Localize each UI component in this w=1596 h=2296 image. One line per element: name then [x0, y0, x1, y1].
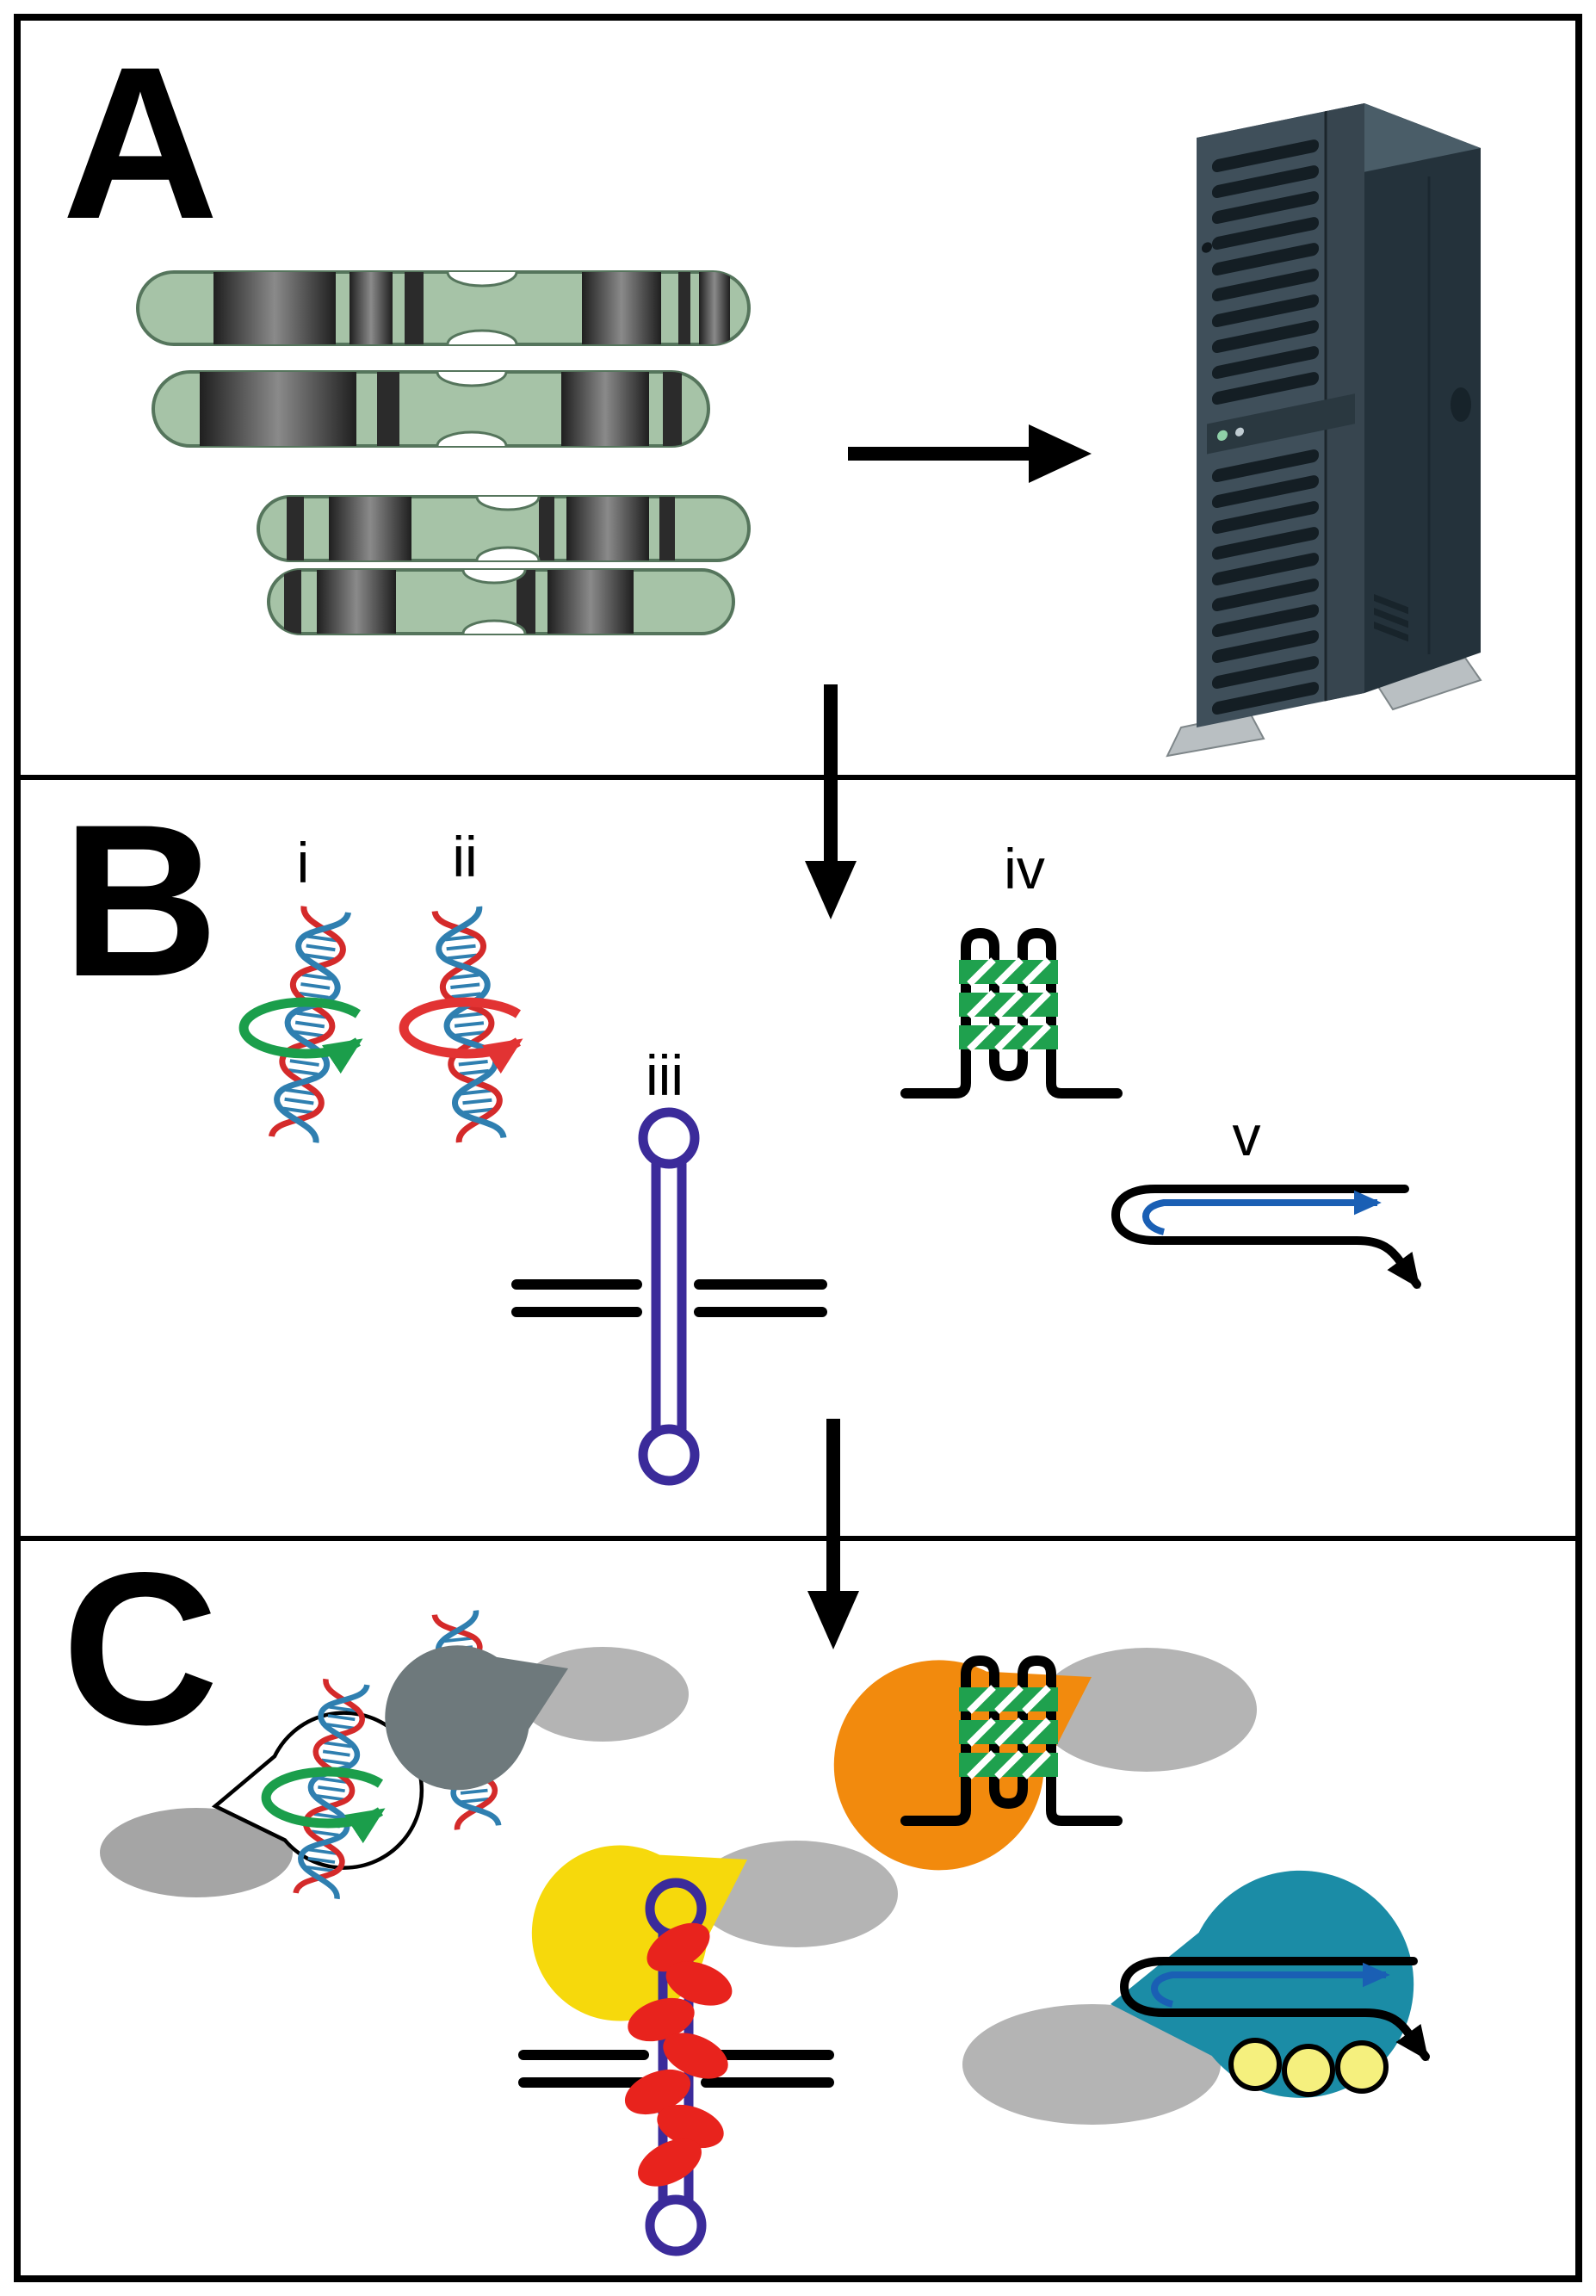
chromosome-bands: [200, 372, 682, 446]
protein-yellow-on-cruciform: [499, 1783, 898, 2251]
shadow: [962, 2004, 1221, 2125]
panel-b-label: B: [62, 780, 219, 1022]
structure-ii-label: ii: [452, 825, 477, 888]
tower-bezel: [1207, 393, 1355, 455]
tower-front-face: [1197, 102, 1364, 727]
shadow: [695, 1841, 898, 1947]
recombinase-filament: [624, 1922, 733, 2187]
chromosome-3: [257, 495, 751, 562]
chromosome-2: [152, 370, 710, 448]
arrow-down-b-to-c: [807, 1419, 859, 1649]
arrow-right: [848, 424, 1092, 483]
computer-tower: [1166, 102, 1482, 758]
panel-a-label: A: [62, 22, 219, 264]
structure-iii-label: iii: [646, 1043, 684, 1107]
chromosome-bands: [284, 570, 634, 634]
tower-side-emblem: [1451, 387, 1471, 422]
chromosome-1: [136, 270, 751, 346]
protein-teal-on-r-loop: [962, 1859, 1426, 2125]
ribosome-beads: [1228, 2038, 1389, 2097]
panel-a: A: [62, 22, 1482, 919]
chromosome-4: [267, 568, 735, 635]
chromosome-bands: [287, 497, 675, 560]
panel-c: C: [62, 1528, 1426, 2251]
tower-reset-button-icon: [1235, 427, 1244, 436]
tower-side-face: [1364, 103, 1481, 693]
structure-iv-label: iv: [1004, 837, 1045, 900]
shadow: [1036, 1648, 1257, 1772]
arrow-down-a-to-b: [805, 684, 857, 919]
shadow: [100, 1808, 293, 1897]
protein-gray-on-supercoil-red: [362, 1602, 689, 1829]
protein-white-on-supercoil-green: [100, 1679, 430, 1898]
protein-orange-on-quadruplex: [795, 1586, 1257, 1909]
chromosome-bands: [213, 272, 730, 344]
panel-c-label: C: [62, 1528, 219, 1770]
tower-lock-icon: [1202, 242, 1212, 253]
structure-i-label: i: [297, 831, 310, 894]
panel-b: B i ii iii iv v: [62, 780, 1417, 1649]
tower-power-led-icon: [1217, 430, 1228, 441]
structure-v-label: v: [1233, 1104, 1261, 1167]
